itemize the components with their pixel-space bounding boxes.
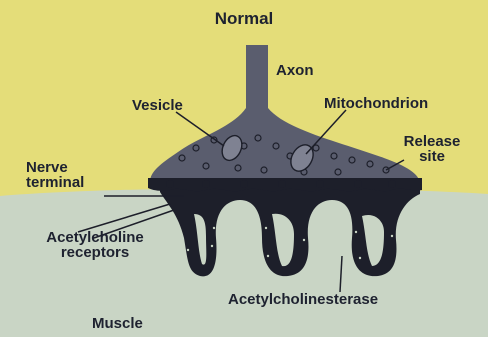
axon-label: Axon [276,63,314,78]
muscle-region [0,188,488,337]
diagram-title: Normal [0,10,488,27]
nerve-terminal-label-line2: terminal [26,175,84,190]
nerve-terminal-label-line1: Nerve [26,160,84,175]
acetylcholine-receptors-label-line2: receptors [24,245,166,260]
acetylcholine-receptors-label: Acetylcholine receptors [24,230,166,260]
muscle-label: Muscle [92,316,143,331]
axon-shape [246,45,268,115]
mitochondrion-label: Mitochondrion [324,96,428,111]
release-site-label-line1: Release [392,134,472,149]
vesicle-label: Vesicle [132,98,183,113]
acetylcholine-receptors-label-line1: Acetylcholine [24,230,166,245]
release-site-label: Release site [392,134,472,164]
release-site-label-line2: site [392,149,472,164]
acetylcholinesterase-label: Acetylcholinesterase [228,292,378,307]
nerve-terminal-label: Nerve terminal [26,160,84,190]
